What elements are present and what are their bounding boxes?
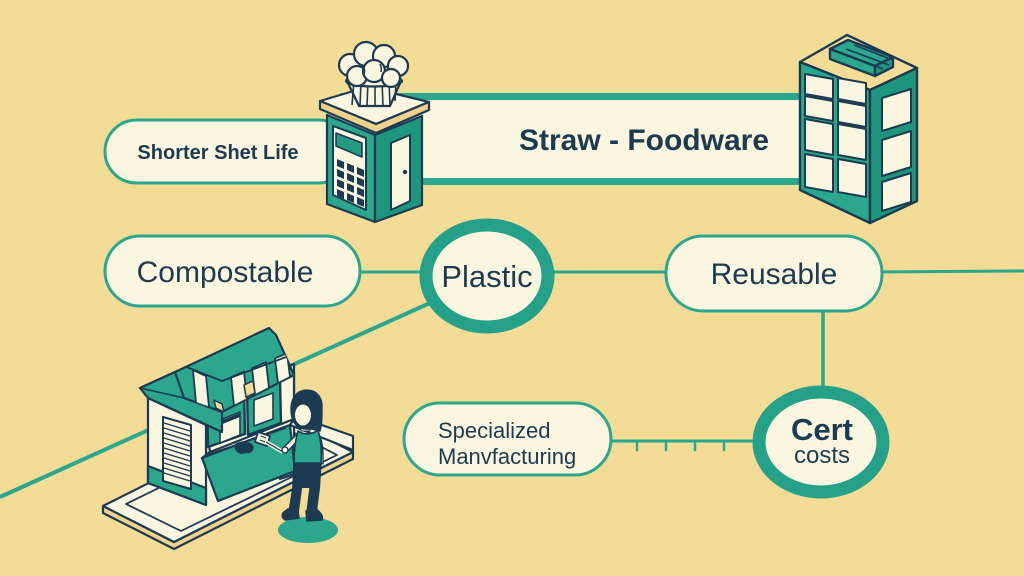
- svg-text:Cert: Cert: [791, 412, 853, 447]
- svg-text:Compostable: Compostable: [137, 256, 314, 289]
- svg-text:costs: costs: [794, 442, 850, 469]
- svg-text:Shorter Shet Life: Shorter Shet Life: [137, 142, 298, 164]
- svg-text:Reusable: Reusable: [711, 258, 838, 291]
- svg-text:Specialized: Specialized: [438, 418, 551, 443]
- svg-text:Plastic: Plastic: [441, 259, 532, 294]
- svg-text:Manvfacturing: Manvfacturing: [438, 444, 576, 469]
- svg-text:Straw - Foodware: Straw - Foodware: [519, 124, 769, 157]
